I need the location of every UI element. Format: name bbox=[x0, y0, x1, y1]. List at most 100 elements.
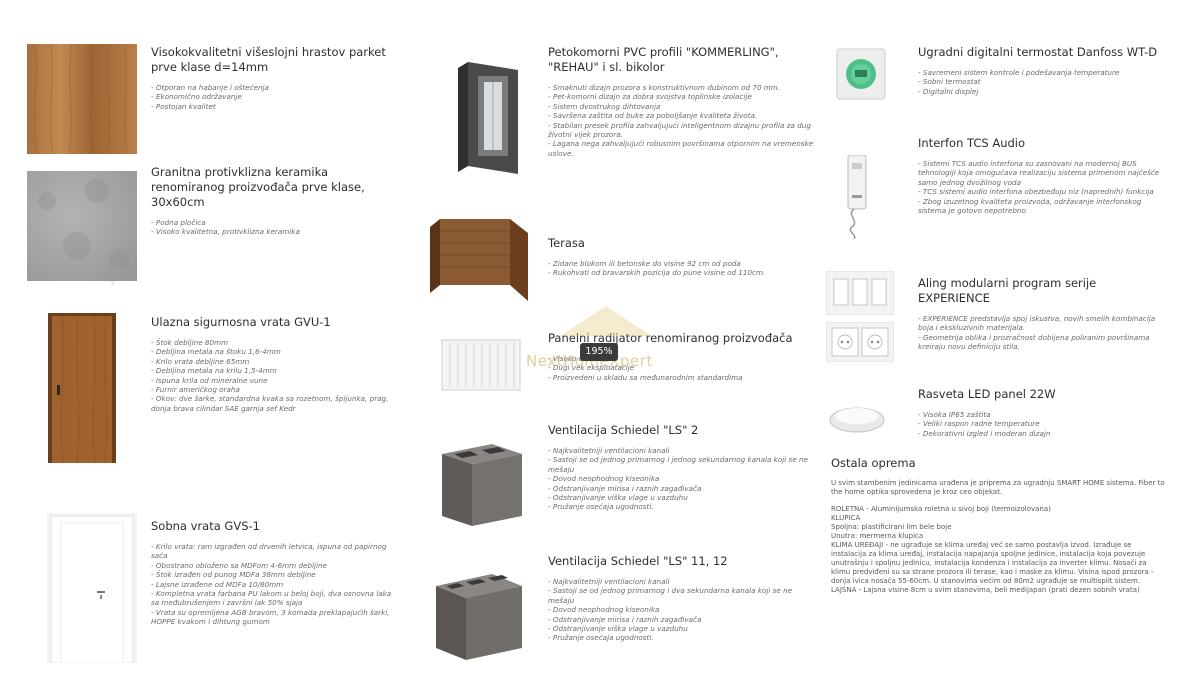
product-thermostat: Ugradni digitalni termostat Danfoss WT-D… bbox=[918, 45, 1163, 96]
pvc-feature: - Sistem dvostrukog dihtovanja bbox=[548, 101, 661, 111]
intercom-image bbox=[847, 155, 867, 239]
entrance-door-feature: - Okov: dve šarke, standardna kvaka sa r… bbox=[151, 394, 389, 413]
product-parquet: Visokokvalitetni višeslojni hrastov park… bbox=[151, 45, 401, 111]
aling-title: Aling modularni program serije EXPERIENC… bbox=[918, 276, 1097, 305]
product-terrace: Terasa - Zidane blokom ili betonske do v… bbox=[548, 236, 816, 278]
room-door-image bbox=[47, 513, 137, 663]
tile-title: Granitna protivklizna keramika renomiran… bbox=[151, 165, 365, 209]
product-radiator: Panelni radijator renomiranog proizvođač… bbox=[548, 331, 816, 382]
entrance-door-feature: - Furnir američkog oraha bbox=[151, 385, 240, 395]
terrace-wall-image bbox=[430, 219, 528, 301]
other-equipment: Ostala oprema U svim stambenim jedinicam… bbox=[831, 456, 1166, 595]
parquet-title: Visokokvalitetni višeslojni hrastov park… bbox=[151, 45, 386, 74]
radiator-features: - Visoko efikasni - Dugi vek eksploataci… bbox=[548, 354, 816, 382]
parquet-feature: - Otporan na habanje i oštećenja bbox=[151, 83, 269, 92]
watermark-fragment: 4 bbox=[103, 266, 117, 291]
ventilation-ls11-feature: - Odstranjivanje mirisa i raznih zagađiv… bbox=[548, 614, 702, 624]
radiator-feature: - Visoko efikasni bbox=[548, 354, 607, 363]
pvc-feature: - Savršena zaštita od buke za poboljšanj… bbox=[548, 111, 758, 121]
entrance-door-feature: - Debljina metala na krilu 1,5-4mm bbox=[151, 366, 277, 376]
chimney-ls11-image bbox=[436, 574, 522, 660]
product-led-panel: Rasveta LED panel 22W - Visoka IP65 zašt… bbox=[918, 387, 1163, 438]
thermostat-feature: - Sobni termostat bbox=[918, 77, 981, 87]
intercom-title: Interfon TCS Audio bbox=[918, 136, 1026, 150]
led-panel-image bbox=[829, 407, 885, 433]
other-equipment-intro: U svim stambenim jedinicama urađena je p… bbox=[831, 479, 1165, 496]
aling-feature: - Geometrija oblika i prozračnost dobije… bbox=[918, 332, 1150, 352]
room-door-feature: - Štok izrađen od punog MDFa 38mm deblji… bbox=[151, 570, 316, 580]
entrance-door-feature: - Ispuna krila od mineralne vune bbox=[151, 375, 268, 385]
other-equipment-line: KLIMA UREĐAJI - ne ugrađuje se klima ure… bbox=[831, 541, 1154, 585]
pvc-feature: - Stabilan presek profila zahvaljujući i… bbox=[548, 120, 811, 140]
product-entrance-door: Ulazna sigurnosna vrata GVU-1 - Štok deb… bbox=[151, 315, 401, 413]
room-door-feature: - Krilo vrata: ram izgrađen od drvenih l… bbox=[151, 542, 387, 561]
terrace-title: Terasa bbox=[548, 236, 585, 250]
thermostat-image bbox=[836, 48, 886, 100]
thermostat-title: Ugradni digitalni termostat Danfoss WT-D bbox=[918, 45, 1158, 59]
intercom-features: - Sistemi TCS audio interfona su zasnova… bbox=[918, 159, 1163, 215]
product-aling: Aling modularni program serije EXPERIENC… bbox=[918, 276, 1168, 352]
switches-image bbox=[826, 271, 894, 315]
ventilation-ls11-feature: - Dovod neophodnog kiseonika bbox=[548, 605, 660, 615]
ventilation-ls2-feature: - Pružanje osećaja ugodnosti. bbox=[548, 502, 654, 512]
tile-feature: - Podna pločica bbox=[151, 218, 206, 227]
thermostat-feature: - Digitalni displej bbox=[918, 86, 979, 96]
intercom-feature: - Zbog izuzetnog kvaliteta proizvoda, od… bbox=[918, 196, 1142, 216]
led-panel-title: Rasveta LED panel 22W bbox=[918, 387, 1056, 401]
entrance-door-feature: - Debljina metala na štoku 1,6-4mm bbox=[151, 347, 281, 357]
radiator-title: Panelni radijator renomiranog proizvođač… bbox=[548, 331, 793, 345]
room-door-feature: - Obostrano obloženo sa MDFom 4-6mm debl… bbox=[151, 560, 327, 570]
radiator-feature: - Proizvedeni u skladu sa međunarodnim s… bbox=[548, 372, 743, 382]
thermostat-features: - Savremeni sistem kontrole i podešavanj… bbox=[918, 68, 1163, 96]
product-room-door: Sobna vrata GVS-1 - Krilo vrata: ram izg… bbox=[151, 519, 401, 627]
entrance-door-feature: - Štok debljine 80mm bbox=[151, 338, 229, 347]
ventilation-ls2-title: Ventilacija Schiedel "LS" 2 bbox=[548, 423, 699, 437]
watermark-roof-icon bbox=[560, 306, 652, 336]
other-equipment-line: LAJSNA - Lajsna visine 8cm u svim stanov… bbox=[831, 586, 1140, 594]
ventilation-ls11-feature: - Sastoji se od jednog primarnog i dva s… bbox=[548, 586, 793, 605]
pvc-title: Petokomorni PVC profili "KOMMERLING", "R… bbox=[548, 45, 779, 74]
ventilation-ls11-feature: - Najkvalitetniji ventilacioni kanali bbox=[548, 577, 670, 586]
thermostat-feature: - Savremeni sistem kontrole i podešavanj… bbox=[918, 68, 1120, 77]
ventilation-ls11-features: - Najkvalitetniji ventilacioni kanali - … bbox=[548, 577, 816, 643]
room-door-features: - Krilo vrata: ram izgrađen od drvenih l… bbox=[151, 542, 401, 627]
pvc-features: - Smaknuti dizajn prozora s konstruktivn… bbox=[548, 83, 816, 158]
other-equipment-line: ROLETNA - Aluminijumska roletna u sivoj … bbox=[831, 505, 1051, 513]
oak-parquet-image bbox=[27, 44, 137, 154]
aling-feature: - EXPERIENCE predstavlja spoj iskustva, … bbox=[918, 314, 1156, 333]
terrace-feature: - Zidane blokom ili betonske do visine 9… bbox=[548, 259, 741, 268]
intercom-feature: - TCS sistemi audio interfona obezbeđuju… bbox=[918, 187, 1154, 197]
zoom-level-badge: 195% bbox=[580, 343, 618, 361]
led-panel-feature: - Dekorativni izgled i moderan dizajn bbox=[918, 428, 1051, 438]
product-tile: Granitna protivklizna keramika renomiran… bbox=[151, 165, 401, 237]
room-door-title: Sobna vrata GVS-1 bbox=[151, 519, 260, 533]
room-door-feature: - Vrata su opremljena AGB bravom, 3 koma… bbox=[151, 607, 390, 627]
pvc-feature: - Smaknuti dizajn prozora s konstruktivn… bbox=[548, 83, 781, 92]
room-door-feature: - Kompletna vrata farbana PU lakom u bel… bbox=[151, 589, 392, 608]
radiator-feature: - Dugi vek eksploatacije bbox=[548, 363, 635, 373]
ventilation-ls2-feature: - Sastoji se od jednog primarnog i jedno… bbox=[548, 455, 808, 474]
ventilation-ls11-feature: - Odstranjivanje viška vlage u vazduhu bbox=[548, 624, 688, 634]
chimney-ls2-image bbox=[442, 444, 522, 526]
sockets-image bbox=[826, 322, 894, 362]
led-panel-feature: - Veliki raspon radne temperature bbox=[918, 419, 1040, 429]
ventilation-ls2-features: - Najkvalitetniji ventilacioni kanali - … bbox=[548, 446, 816, 512]
product-pvc: Petokomorni PVC profili "KOMMERLING", "R… bbox=[548, 45, 816, 158]
other-equipment-title: Ostala oprema bbox=[831, 456, 916, 470]
ventilation-ls2-feature: - Dovod neophodnog kiseonika bbox=[548, 474, 660, 484]
parquet-feature: - Postojan kvalitet bbox=[151, 101, 216, 111]
terrace-features: - Zidane blokom ili betonske do visine 9… bbox=[548, 259, 816, 278]
product-ventilation-ls2: Ventilacija Schiedel "LS" 2 - Najkvalite… bbox=[548, 423, 816, 512]
ventilation-ls2-feature: - Odstranjivanje viška vlage u vazduhu bbox=[548, 493, 688, 503]
pvc-profile-image bbox=[458, 62, 518, 174]
other-equipment-line: KLUPICA bbox=[831, 514, 861, 522]
pvc-feature: - Lagana nega zahvaljujući robusnim povr… bbox=[548, 139, 814, 158]
intercom-feature: - Sistemi TCS audio interfona su zasnova… bbox=[918, 159, 1160, 187]
led-panel-feature: - Visoka IP65 zaštita bbox=[918, 410, 991, 419]
parquet-feature: - Ekonomično održavanje bbox=[151, 92, 242, 102]
product-ventilation-ls11: Ventilacija Schiedel "LS" 11, 12 - Najkv… bbox=[548, 554, 816, 643]
parquet-features: - Otporan na habanje i oštećenja - Ekono… bbox=[151, 83, 401, 111]
ventilation-ls11-feature: - Pružanje osećaja ugodnosti. bbox=[548, 633, 654, 643]
led-panel-features: - Visoka IP65 zaštita - Veliki raspon ra… bbox=[918, 410, 1163, 438]
entrance-door-feature: - Krilo vrata debljine 65mm bbox=[151, 356, 250, 366]
